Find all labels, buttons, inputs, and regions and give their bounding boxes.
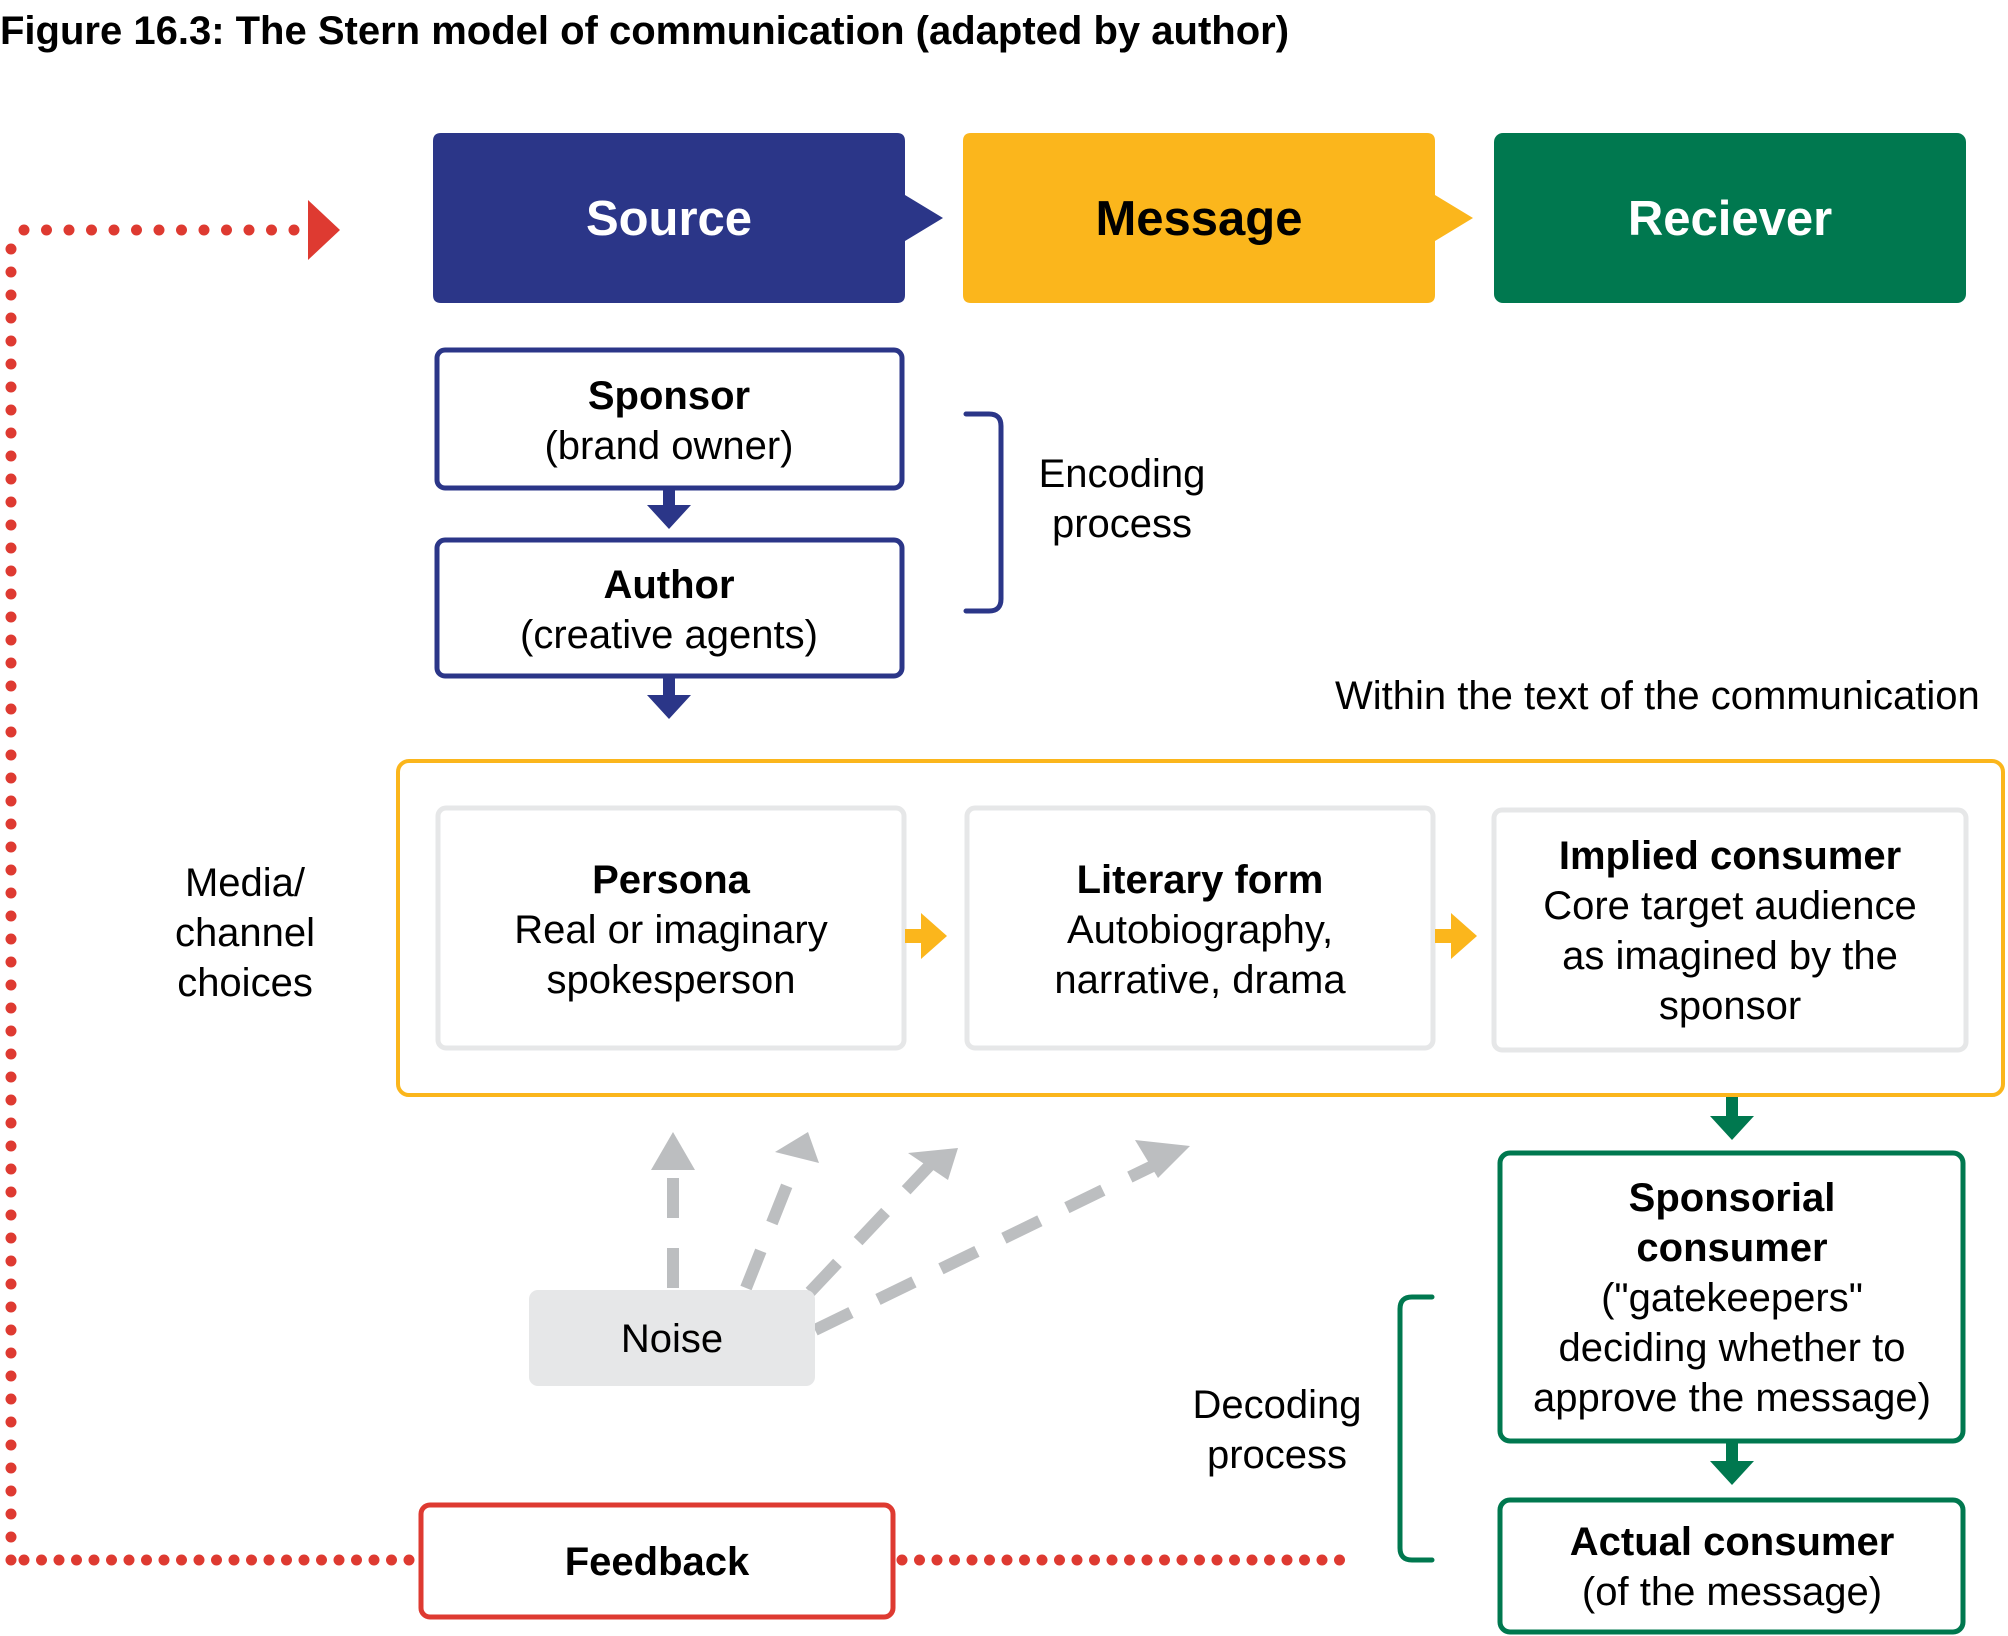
arrow-right-icon [1435, 913, 1477, 959]
media-label-line: channel [175, 911, 315, 955]
persona-line: spokesperson [546, 958, 795, 1002]
literary-form-line: Autobiography, [1067, 908, 1333, 952]
literary-form-title: Literary form [1077, 858, 1324, 902]
noise-arrow [805, 1160, 935, 1297]
feedback-label: Feedback [565, 1540, 750, 1584]
noise-arrow [812, 1154, 1168, 1336]
literary-form-line: narrative, drama [1054, 958, 1346, 1002]
within-text-label: Within the text of the communication [1335, 674, 1980, 718]
header-source-label: Source [586, 192, 752, 246]
implied-consumer-title: Implied consumer [1559, 834, 1901, 878]
actual-consumer-title: Actual consumer [1570, 1520, 1895, 1564]
arrow-down-icon [1710, 1443, 1754, 1485]
media-label-line: Media/ [185, 861, 306, 905]
sponsorial-consumer-title: Sponsorial [1629, 1176, 1836, 1220]
figure-title: Figure 16.3: The Stern model of communic… [0, 9, 1289, 53]
sponsor-subtitle: (brand owner) [544, 424, 793, 468]
sponsorial-consumer-title: consumer [1636, 1226, 1827, 1270]
header-message: Message [963, 133, 1473, 303]
decoding-label-line2: process [1207, 1433, 1347, 1477]
sponsorial-consumer-line: approve the message) [1533, 1376, 1931, 1420]
encoding-label-line1: Encoding [1039, 452, 1206, 496]
decoding-bracket [1397, 1294, 1435, 1563]
persona-title: Persona [592, 858, 751, 902]
arrow-down-icon [647, 678, 691, 719]
implied-consumer-line: as imagined by the [1562, 934, 1898, 978]
actual-consumer-box: Actual consumer (of the message) [1497, 1497, 1966, 1635]
implied-consumer-box: Implied consumer Core target audience as… [1491, 807, 1969, 1053]
sponsor-box: Sponsor (brand owner) [434, 347, 905, 491]
feedback-box: Feedback [418, 1502, 896, 1620]
decoding-label-line1: Decoding [1192, 1383, 1361, 1427]
encoding-label-line2: process [1052, 502, 1192, 546]
sponsorial-consumer-line: deciding whether to [1559, 1326, 1906, 1370]
header-message-label: Message [1095, 192, 1302, 246]
author-title: Author [603, 563, 734, 607]
implied-consumer-line: Core target audience [1543, 884, 1917, 928]
noise-arrowhead-icon [908, 1148, 958, 1180]
feedback-arrowhead-icon [308, 200, 340, 260]
noise-label: Noise [621, 1317, 723, 1361]
noise-arrow [740, 1162, 801, 1291]
encoding-bracket [963, 411, 1004, 614]
noise-arrowhead-icon [1135, 1140, 1190, 1178]
arrow-down-icon [647, 490, 691, 529]
literary-form-box: Literary form Autobiography, narrative, … [964, 805, 1436, 1051]
header-source: Source [433, 133, 943, 303]
persona-box: Persona Real or imaginary spokesperson [435, 805, 907, 1051]
noise-arrows [651, 1132, 1190, 1336]
media-label-line: choices [177, 961, 313, 1005]
sponsorial-consumer-box: Sponsorial consumer ("gatekeepers" decid… [1497, 1150, 1966, 1444]
text-of-communication-container [396, 759, 2005, 1097]
implied-consumer-line: sponsor [1659, 984, 1801, 1028]
header-receiver: Reciever [1494, 133, 1966, 303]
author-box: Author (creative agents) [434, 537, 905, 679]
sponsor-title: Sponsor [588, 374, 750, 418]
actual-consumer-subtitle: (of the message) [1582, 1570, 1882, 1614]
feedback-loop [5, 200, 1356, 1566]
noise-arrowhead-icon [775, 1132, 819, 1163]
arrow-down-icon [1710, 1097, 1754, 1140]
author-subtitle: (creative agents) [520, 613, 818, 657]
noise-box: Noise [529, 1290, 815, 1386]
sponsorial-consumer-line: ("gatekeepers" [1601, 1276, 1863, 1320]
arrow-right-icon [905, 913, 947, 959]
persona-line: Real or imaginary [514, 908, 827, 952]
header-receiver-label: Reciever [1628, 192, 1832, 246]
noise-arrowhead-icon [651, 1132, 695, 1170]
